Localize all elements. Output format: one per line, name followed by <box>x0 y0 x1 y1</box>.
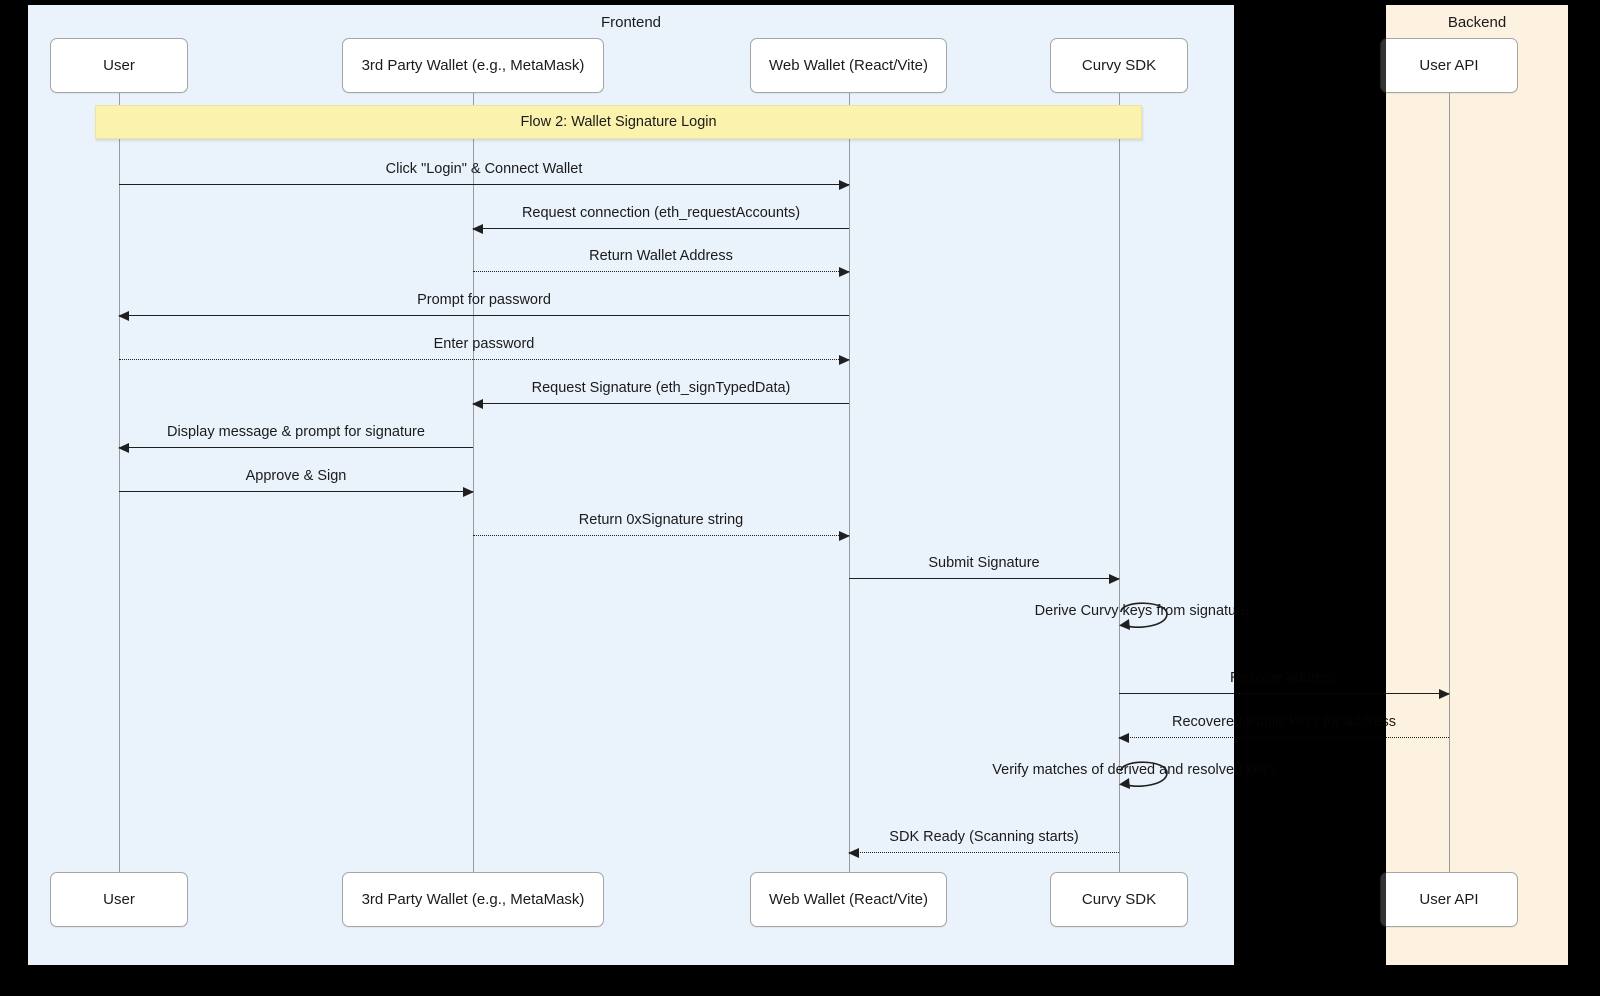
lifeline-user <box>118 93 120 872</box>
message-label: Request Signature (eth_signTypedData) <box>531 380 791 396</box>
participant-user-bottom[interactable]: User <box>50 872 188 927</box>
participant-thirdparty-top[interactable]: 3rd Party Wallet (e.g., MetaMask) <box>342 38 604 93</box>
message-label: Click "Login" & Connect Wallet <box>385 161 583 177</box>
lifeline-thirdparty <box>472 93 474 872</box>
message-label: Submit Signature <box>928 555 1040 571</box>
canvas-margin-right <box>1568 0 1600 996</box>
participant-label: 3rd Party Wallet (e.g., MetaMask) <box>361 891 585 908</box>
message-resolve-address: Resolve address <box>1119 656 1450 699</box>
self-loop-arrow-icon <box>1119 602 1168 630</box>
message-label: Prompt for password <box>417 292 551 308</box>
message-label: Display message & prompt for signature <box>167 424 425 440</box>
arrowhead-right-icon <box>839 179 850 190</box>
participant-sdk-bottom[interactable]: Curvy SDK <box>1050 872 1188 927</box>
participant-webwallet-bottom[interactable]: Web Wallet (React/Vite) <box>750 872 947 927</box>
arrowhead-left-icon <box>848 847 859 858</box>
message-label: Enter password <box>433 336 535 352</box>
message-prompt-for-password: Prompt for password <box>118 278 849 321</box>
message-line <box>119 354 850 365</box>
gutter-overlay <box>1234 0 1386 996</box>
arrowhead-right-icon <box>839 354 850 365</box>
group-backend-label: Backend <box>1447 14 1507 31</box>
self-message-verify-matches: Verify matches of derived and resolved k… <box>992 745 1359 805</box>
lifeline-userapi <box>1448 93 1450 872</box>
message-recovered-public-keys: Recovered Public keys for address <box>1118 700 1449 743</box>
arrowhead-left-icon <box>472 223 483 234</box>
arrowhead-right-icon <box>839 266 850 277</box>
message-click-login: Click "Login" & Connect Wallet <box>119 147 850 190</box>
participant-sdk-top[interactable]: Curvy SDK <box>1050 38 1188 93</box>
flow-note-banner: Flow 2: Wallet Signature Login <box>95 105 1142 139</box>
self-message-derive-curvy-keys: Derive Curvy keys from signature <box>1035 586 1359 646</box>
message-line <box>118 442 473 453</box>
message-line <box>472 223 849 234</box>
lifeline-webwallet <box>848 93 850 872</box>
message-line <box>472 398 849 409</box>
message-line <box>119 179 850 190</box>
participant-userapi-bottom[interactable]: User API <box>1380 872 1518 927</box>
arrowhead-right-icon <box>1109 573 1120 584</box>
self-loop-arrow-icon <box>1119 761 1168 789</box>
message-line <box>848 847 1119 858</box>
message-line <box>849 573 1120 584</box>
participant-label: User <box>103 57 135 74</box>
canvas-margin-left <box>0 0 28 996</box>
message-display-message-prompt-signature: Display message & prompt for signature <box>118 410 473 453</box>
message-line <box>1119 688 1450 699</box>
canvas-margin-bottom <box>0 965 1600 996</box>
participant-label: User API <box>1419 891 1479 908</box>
message-submit-signature: Submit Signature <box>849 541 1120 584</box>
participant-label: Web Wallet (React/Vite) <box>769 57 928 74</box>
message-line <box>1118 732 1449 743</box>
message-request-signature: Request Signature (eth_signTypedData) <box>472 366 849 409</box>
arrowhead-right-icon <box>839 530 850 541</box>
participant-label: Curvy SDK <box>1081 891 1157 908</box>
message-label: Resolve address <box>1230 670 1338 686</box>
message-label: Return 0xSignature string <box>578 512 744 528</box>
message-line <box>119 486 474 497</box>
message-line <box>473 266 850 277</box>
message-label: Derive Curvy keys from signature <box>1034 603 1249 619</box>
participant-thirdparty-bottom[interactable]: 3rd Party Wallet (e.g., MetaMask) <box>342 872 604 927</box>
message-label: Request connection (eth_requestAccounts) <box>521 205 801 221</box>
participant-webwallet-top[interactable]: Web Wallet (React/Vite) <box>750 38 947 93</box>
arrowhead-left-icon <box>1118 732 1129 743</box>
message-enter-password: Enter password <box>119 322 850 365</box>
arrowhead-right-icon <box>463 486 474 497</box>
group-frontend-label: Frontend <box>600 14 662 31</box>
message-sdk-ready: SDK Ready (Scanning starts) <box>848 815 1119 858</box>
arrowhead-left-icon <box>118 310 129 321</box>
message-approve-and-sign: Approve & Sign <box>119 454 474 497</box>
message-label: SDK Ready (Scanning starts) <box>889 829 1079 845</box>
arrowhead-right-icon <box>1439 688 1450 699</box>
message-return-wallet-address: Return Wallet Address <box>473 234 850 277</box>
message-line <box>118 310 849 321</box>
participant-label: Web Wallet (React/Vite) <box>769 891 928 908</box>
participant-label: User API <box>1419 57 1479 74</box>
flow-note-label: Flow 2: Wallet Signature Login <box>520 114 717 130</box>
participant-label: User <box>103 891 135 908</box>
arrowhead-left-icon <box>118 442 129 453</box>
arrowhead-left-icon <box>472 398 483 409</box>
message-label: Approve & Sign <box>245 468 347 484</box>
participant-label: 3rd Party Wallet (e.g., MetaMask) <box>361 57 585 74</box>
message-line <box>473 530 850 541</box>
message-label: Return Wallet Address <box>589 248 733 264</box>
participant-userapi-top[interactable]: User API <box>1380 38 1518 93</box>
group-frontend: Frontend <box>28 5 1234 965</box>
participant-user-top[interactable]: User <box>50 38 188 93</box>
message-request-connection: Request connection (eth_requestAccounts) <box>472 191 849 234</box>
message-label: Recovered Public keys for address <box>1171 714 1397 730</box>
group-backend: Backend <box>1386 5 1568 965</box>
message-label: Verify matches of derived and resolved k… <box>992 762 1276 778</box>
message-return-signature-string: Return 0xSignature string <box>473 498 850 541</box>
participant-label: Curvy SDK <box>1081 57 1157 74</box>
lifeline-sdk <box>1118 93 1120 872</box>
